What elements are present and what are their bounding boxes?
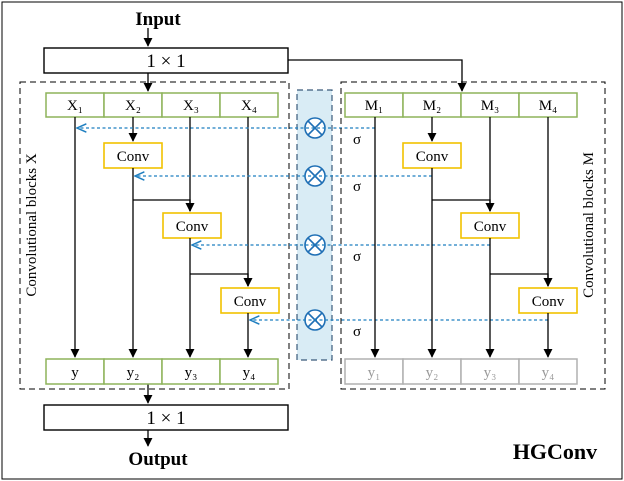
top-conv1x1-box xyxy=(43,47,289,74)
left-input-label: X₄ xyxy=(241,98,257,114)
right-input-cell xyxy=(518,92,578,118)
bottom-conv1x1-box xyxy=(43,404,289,431)
left-input-cell xyxy=(161,92,221,118)
left-conv-label: Conv xyxy=(234,294,267,310)
diagram-title: HGConv xyxy=(513,439,597,464)
left-output-cell xyxy=(45,358,105,385)
left-output-label: y₂ xyxy=(127,365,140,381)
right-output-label: y₃ xyxy=(484,365,497,381)
right-output-cell xyxy=(460,358,520,385)
left-conv-label: Conv xyxy=(176,219,209,235)
right-flow-arrows xyxy=(370,117,553,358)
right-block-frame xyxy=(340,81,606,390)
right-output-cell xyxy=(402,358,462,385)
left-input-label: X₂ xyxy=(125,98,141,114)
sigma-label: σ xyxy=(353,249,361,265)
top-to-right-arrow xyxy=(288,59,467,92)
left-conv-box xyxy=(162,212,222,239)
right-output-cell xyxy=(518,358,578,385)
left-output-label: y₄ xyxy=(243,365,256,381)
right-conv-label: Conv xyxy=(532,294,565,310)
left-output-cell xyxy=(219,358,279,385)
right-output-label: y₄ xyxy=(542,365,555,381)
left-output-label: y₃ xyxy=(185,365,198,381)
right-output-label: y₁ xyxy=(368,365,381,381)
left-flow-arrow xyxy=(190,273,253,287)
left-flow-arrows xyxy=(70,117,253,358)
top-conv1x1-label: 1 × 1 xyxy=(146,51,185,72)
output-label: Output xyxy=(128,449,188,470)
left-conv-box xyxy=(220,287,280,314)
left-flow-arrow xyxy=(133,199,195,212)
right-output-row: y₁ y₂ y₃ y₄ xyxy=(344,358,578,385)
sigma-label: σ xyxy=(353,179,361,195)
sigma-label: σ xyxy=(353,132,361,148)
right-flow-arrow xyxy=(490,273,553,287)
left-input-row: X₁ X₂ X₃ X₄ xyxy=(45,92,279,118)
left-input-label: X₃ xyxy=(183,98,199,114)
left-output-label: y xyxy=(71,365,79,381)
left-input-cell xyxy=(45,92,105,118)
left-output-row: y y₂ y₃ y₄ xyxy=(45,358,279,385)
right-input-row: M₁ M₂ M₃ M₄ xyxy=(344,92,578,118)
right-block-label: Convolutional blocks M xyxy=(581,152,597,298)
right-input-cell xyxy=(344,92,404,118)
input-label: Input xyxy=(135,9,181,30)
right-input-label: M₁ xyxy=(365,98,384,114)
left-block-label: Convolutional blocks X xyxy=(24,153,40,296)
left-conv-label: Conv xyxy=(117,149,150,165)
right-input-label: M₂ xyxy=(423,98,442,114)
bottom-conv1x1-label: 1 × 1 xyxy=(146,408,185,429)
left-input-cell xyxy=(219,92,279,118)
right-flow-arrow xyxy=(432,199,495,212)
right-output-label: y₂ xyxy=(426,365,439,381)
left-output-cell xyxy=(103,358,163,385)
right-input-label: M₃ xyxy=(481,98,500,114)
gating-arrows xyxy=(77,128,548,320)
right-input-label: M₄ xyxy=(539,98,558,114)
multiply-icon xyxy=(304,234,326,256)
sigma-label: σ xyxy=(353,324,361,340)
right-conv-label: Conv xyxy=(474,219,507,235)
right-conv-label: Conv xyxy=(416,149,449,165)
left-output-cell xyxy=(161,358,221,385)
left-input-label: X₁ xyxy=(67,98,83,114)
left-block-frame xyxy=(19,81,290,390)
